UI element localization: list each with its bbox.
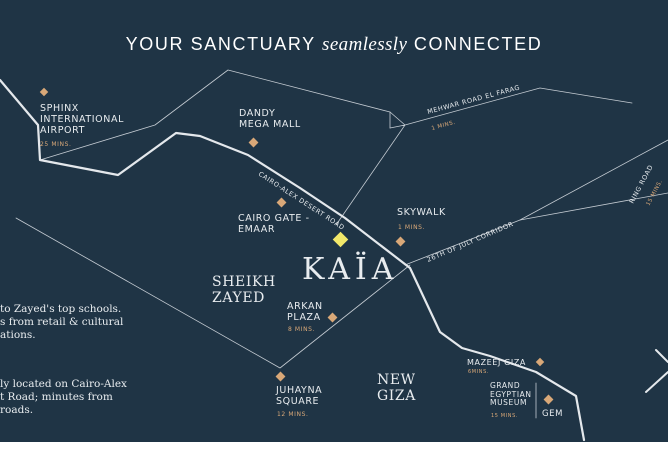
- marker-kaia[interactable]: [332, 231, 349, 248]
- side-text-location: ly located on Cairo-Alex t Road; minutes…: [0, 378, 127, 416]
- marker-arkan[interactable]: [327, 312, 338, 323]
- label-ring-mins: 15 MINS.: [645, 179, 664, 207]
- road-ring: [519, 139, 668, 221]
- road-juhayna: [15, 217, 411, 369]
- page-title: YOUR SANCTUARY seamlessly CONNECTED: [0, 34, 668, 56]
- title-pre: YOUR SANCTUARY: [125, 34, 316, 54]
- bottom-border: [0, 442, 668, 452]
- label-mehwar-road: MEHWAR ROAD EL FARAG: [426, 83, 521, 116]
- label-dandy: DANDY MEGA MALL: [239, 108, 301, 130]
- mins-juhayna: 12 MINS.: [277, 411, 309, 418]
- mins-arkan: 8 MINS.: [288, 326, 316, 333]
- label-mazeej: MAZEEJ GIZA: [467, 358, 526, 367]
- label-skywalk: SKYWALK: [397, 207, 446, 218]
- label-26-july: 26TH OF JULY CORRIDOR: [426, 220, 515, 264]
- road-edge-fragment: [655, 349, 668, 363]
- road-north-west: [39, 69, 391, 161]
- marker-sphinx[interactable]: [39, 87, 49, 97]
- mins-sphinx: 25 MINS.: [40, 141, 72, 148]
- title-emphasis: seamlessly: [322, 34, 408, 55]
- label-juhayna: JUHAYNA SQUARE: [276, 385, 323, 407]
- label-grand-egyptian-museum: GRAND EGYPTIAN MUSEUM: [490, 381, 532, 408]
- label-mehwar-mins: 1 MINS.: [431, 120, 456, 132]
- mins-skywalk: 1 MINS.: [398, 224, 426, 231]
- label-sphinx: SPHINX INTERNATIONAL AIRPORT: [40, 103, 124, 136]
- marker-mazeej[interactable]: [535, 357, 545, 367]
- side-text-schools: to Zayed's top schools. s from retail & …: [0, 303, 124, 341]
- brand-logo: KAÏA: [302, 252, 399, 287]
- road-edge-fragment-2: [645, 371, 668, 393]
- road-cairo-alex: [0, 78, 586, 442]
- label-arkan: ARKAN PLAZA: [287, 301, 323, 323]
- marker-juhayna[interactable]: [275, 371, 286, 382]
- road-mehwar-branch: [335, 124, 406, 226]
- label-cairo-gate: CAIRO GATE - EMAAR: [238, 213, 310, 235]
- mins-grand-egyptian-museum: 15 MINS.: [491, 413, 519, 419]
- marker-skywalk[interactable]: [395, 236, 406, 247]
- road-mehwar: [389, 87, 633, 126]
- marker-dandy[interactable]: [248, 137, 259, 148]
- marker-cairo-gate[interactable]: [276, 197, 287, 208]
- area-sheikh-zayed: SHEIKH ZAYED: [212, 274, 276, 307]
- label-gem: GEM: [542, 409, 564, 419]
- title-post: CONNECTED: [413, 34, 543, 54]
- marker-gem[interactable]: [543, 394, 554, 405]
- area-new-giza: NEW GIZA: [377, 372, 416, 405]
- mins-mazeej: 6MINS.: [468, 369, 490, 375]
